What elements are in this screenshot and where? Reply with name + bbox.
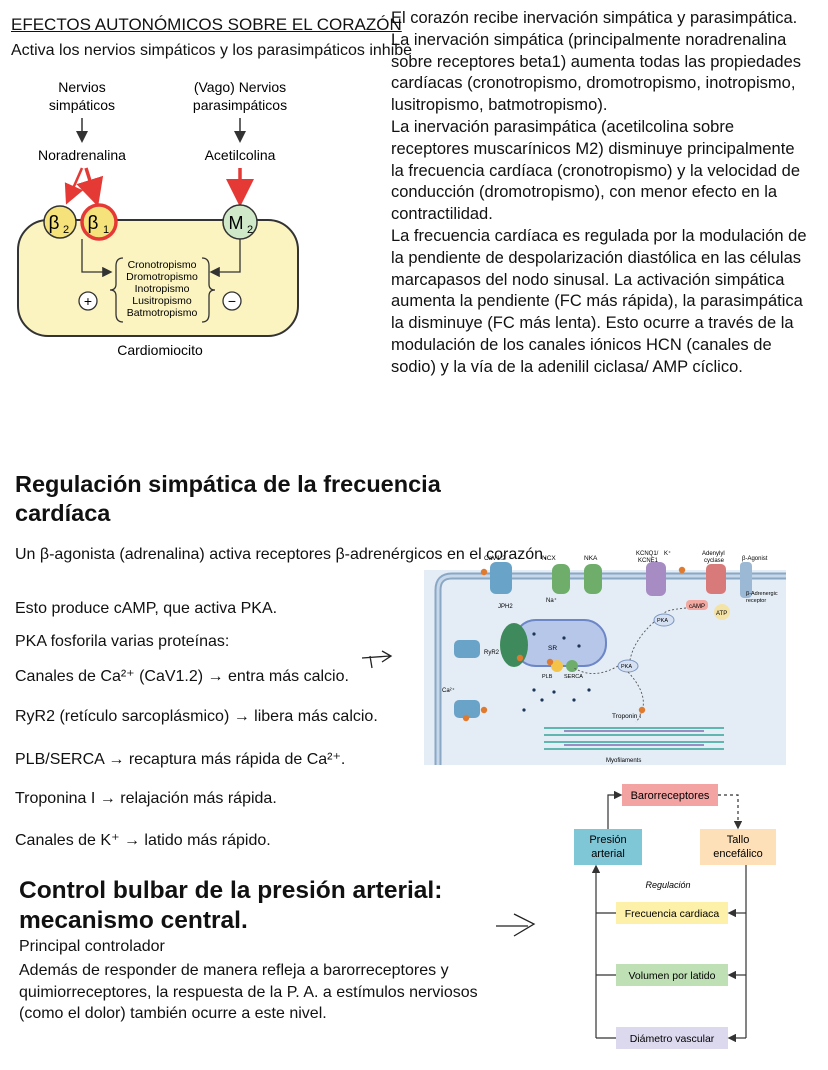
section1-intro: Activa los nervios simpáticos y los para… <box>11 42 413 59</box>
fc-label: Frecuencia cardiaca <box>625 908 720 920</box>
autonomic-diagram: Nervios simpáticos (Vago) Nervios parasi… <box>17 79 299 358</box>
camp-label: cAMP <box>689 604 705 610</box>
regulacion-label: Regulación <box>645 880 690 890</box>
right-paragraph: La frecuencia cardíaca es regulada por l… <box>391 226 807 376</box>
tallo-label-1: Tallo <box>727 834 750 846</box>
beta1-receptor <box>80 203 118 241</box>
bagonist-label: β-Agonist <box>742 556 768 562</box>
pka-label-2: PKA <box>621 664 632 670</box>
ryr2-label: RyR2 <box>484 650 500 656</box>
plus-sign <box>78 291 98 311</box>
plb-label: PLB <box>542 674 553 680</box>
cyclase-label: cyclase <box>704 558 725 564</box>
presion-label-2: arterial <box>591 848 625 860</box>
bp-control-diagram: Barorreceptores Presión arterial Tallo e… <box>574 784 776 1049</box>
effect-item: Lusitropismo <box>132 295 192 307</box>
section2-line: Canales de Ca²⁺ (CaV1.2) → entra más cal… <box>15 668 349 685</box>
ca-label: Ca²⁺ <box>442 687 455 694</box>
diam-label: Diámetro vascular <box>630 1033 715 1045</box>
acetilcolina-label: Acetilcolina <box>205 147 276 163</box>
sr-label: SR <box>548 645 557 652</box>
troponin-label: Troponin I <box>612 713 641 720</box>
minus-label: − <box>228 293 236 309</box>
cardiomyocyte-signaling-figure: CaV1.2 NCX NKA KCNQ1/ KCNE1 Adenylyl cyc… <box>424 550 786 765</box>
section2-heading: Regulación simpática de la frecuencia ca… <box>15 471 441 526</box>
jph2-label: JPH2 <box>498 604 513 610</box>
na-label: Na⁺ <box>546 597 557 604</box>
tallo-label-2: encefálico <box>713 848 763 860</box>
beta2-label: β <box>49 213 60 234</box>
diam-box <box>616 1027 728 1049</box>
cardiomiocito-label: Cardiomiocito <box>117 342 203 358</box>
fc-box <box>616 902 728 924</box>
section3-paragraph: Además de responder de manera refleja a … <box>19 962 478 1022</box>
effect-item: Batmotropismo <box>127 307 198 319</box>
section1-title: EFECTOS AUTONÓMICOS SOBRE EL CORAZÓN <box>11 15 402 34</box>
right-paragraph: El corazón recibe inervación simpática y… <box>391 9 798 27</box>
beta2-receptor <box>43 205 77 239</box>
beta1-sub: 1 <box>103 224 109 236</box>
myofilaments-label: Myofilaments <box>606 758 641 764</box>
effect-item: Dromotropismo <box>126 271 198 283</box>
beta1-label: β <box>88 213 99 234</box>
para-nerve-label-2: parasimpáticos <box>193 97 287 113</box>
section2-line: Canales de K⁺ → latido más rápido. <box>15 832 271 849</box>
right-paragraph: La inervación simpática (principalmente … <box>391 30 802 115</box>
section3-heading-line1: Control bulbar de la presión arterial: <box>19 877 443 904</box>
kcnq1-label: KCNQ1/ <box>636 551 659 557</box>
k-label: K⁺ <box>664 550 671 557</box>
plus-label: + <box>84 293 92 309</box>
noradrenalina-to-beta2-arrow <box>64 167 84 205</box>
effect-item: Inotropismo <box>135 283 190 295</box>
presion-label-1: Presión <box>589 834 626 846</box>
baroreceptores-label: Barorreceptores <box>631 790 710 802</box>
breceptor-label-2: receptor <box>746 598 766 604</box>
para-nerve-label-1: (Vago) Nervios <box>194 79 286 95</box>
section2-line: Esto produce cAMP, que activa PKA. <box>15 600 278 617</box>
m2-label: M <box>229 213 244 233</box>
handwritten-pointer-icon <box>496 913 536 937</box>
baroreceptores-box <box>622 784 718 806</box>
minus-sign <box>222 291 242 311</box>
section2-line: PLB/SERCA → recaptura más rápida de Ca²⁺… <box>15 751 346 768</box>
serca-label: SERCA <box>564 674 583 680</box>
ncx-label: NCX <box>542 555 556 562</box>
section2-line: RyR2 (retículo sarcoplásmico) → libera m… <box>15 708 378 725</box>
tallo-box <box>700 829 776 865</box>
vol-box <box>616 964 728 986</box>
section3-subtitle: Principal controlador <box>19 938 165 955</box>
simp-nerve-label-1: Nervios <box>58 79 105 95</box>
adenylyl-label: Adenylyl <box>702 551 725 557</box>
right-paragraph: La inervación parasimpática (acetilcolin… <box>391 117 801 224</box>
section3-heading: Control bulbar de la presión arterial: m… <box>19 876 519 936</box>
cav12-label: CaV1.2 <box>484 555 506 562</box>
simp-nerve-label-2: simpáticos <box>49 97 115 113</box>
section3-heading-line2: mecanismo central. <box>19 907 248 934</box>
section2-line: Troponina I → relajación más rápida. <box>15 790 277 807</box>
noradrenalina-to-beta1-arrow <box>76 167 104 207</box>
m2-sub: 2 <box>247 224 253 236</box>
handwritten-arrow-icon <box>361 650 393 669</box>
breceptor-label-1: β-Adrenergic <box>746 591 778 597</box>
section2-line: Un β-agonista (adrenalina) activa recept… <box>15 546 548 563</box>
effect-item: Cronotropismo <box>128 259 197 271</box>
pka-label-1: PKA <box>657 618 668 624</box>
nka-label: NKA <box>584 555 598 562</box>
noradrenalina-label: Noradrenalina <box>38 147 126 163</box>
atp-label: ATP <box>716 611 727 617</box>
presion-box <box>574 829 642 865</box>
vol-label: Volumen por latido <box>629 970 716 982</box>
right-column-text: El corazón recibe inervación simpática y… <box>391 8 809 379</box>
kcne1-label: KCNE1 <box>638 558 659 564</box>
beta2-sub: 2 <box>63 224 69 236</box>
section2-line: PKA fosforila varias proteínas: <box>15 633 230 650</box>
